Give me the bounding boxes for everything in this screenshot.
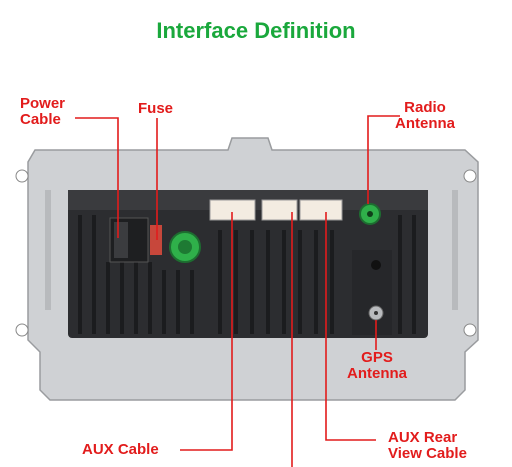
leader-lines bbox=[75, 115, 400, 467]
heatsink-fins bbox=[78, 215, 416, 334]
gps-antenna-port bbox=[368, 305, 384, 321]
fuse-connector bbox=[150, 225, 162, 255]
green-port bbox=[169, 231, 201, 263]
page-title: Interface Definition bbox=[156, 18, 356, 43]
aux-cable-label: AUX Cable bbox=[82, 441, 159, 458]
power-connector bbox=[109, 217, 149, 263]
fuse-label: Fuse bbox=[138, 100, 174, 117]
small-jack bbox=[371, 260, 381, 270]
rear-view-connectors bbox=[261, 199, 343, 221]
radio-antenna-port bbox=[359, 203, 381, 225]
